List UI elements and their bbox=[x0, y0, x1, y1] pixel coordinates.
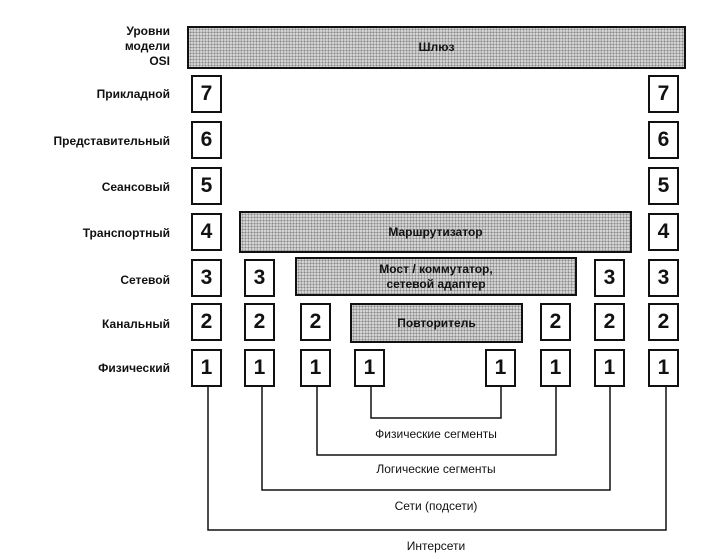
bridge-left-layer-2: 2 bbox=[300, 303, 331, 341]
bridge-right-layer-1: 1 bbox=[540, 349, 571, 387]
right-stack-layer-5: 5 bbox=[648, 167, 679, 205]
layer-label-datalink: Канальный bbox=[102, 317, 170, 331]
logical-segment-bracket bbox=[316, 387, 557, 456]
layer-label-physical: Физический bbox=[98, 361, 170, 375]
right-stack-layer-7: 7 bbox=[648, 75, 679, 113]
layer-label-transport: Транспортный bbox=[82, 226, 170, 240]
gateway-band: Шлюз bbox=[187, 26, 686, 69]
left-stack-layer-2: 2 bbox=[191, 303, 222, 341]
right-stack-layer-1: 1 bbox=[648, 349, 679, 387]
physical-segments-label: Физические сегменты bbox=[375, 427, 497, 441]
left-stack-layer-4: 4 bbox=[191, 213, 222, 251]
left-stack-layer-5: 5 bbox=[191, 167, 222, 205]
bridge-label-line1: Мост / коммутатор, bbox=[379, 261, 493, 276]
router-left-layer-3: 3 bbox=[244, 259, 275, 297]
layer-label-session: Сеансовый bbox=[101, 180, 170, 194]
bridge-right-layer-2: 2 bbox=[540, 303, 571, 341]
networks-label: Сети (подсети) bbox=[394, 499, 478, 513]
router-left-layer-1: 1 bbox=[244, 349, 275, 387]
right-stack-layer-2: 2 bbox=[648, 303, 679, 341]
logical-segments-label: Логические сегменты bbox=[376, 462, 496, 476]
right-stack-layer-6: 6 bbox=[648, 121, 679, 159]
osi-levels-title-line3: OSI bbox=[149, 54, 170, 68]
right-stack-layer-3: 3 bbox=[648, 259, 679, 297]
repeater-label: Повторитель bbox=[397, 315, 476, 330]
repeater-band: Повторитель bbox=[350, 303, 523, 343]
internet-bracket bbox=[207, 387, 667, 531]
osi-levels-title-line1: Уровни bbox=[126, 24, 170, 38]
router-label: Маршрутизатор bbox=[388, 224, 483, 239]
left-stack-layer-1: 1 bbox=[191, 349, 222, 387]
bridge-band: Мост / коммутатор, сетевой адаптер bbox=[295, 257, 577, 296]
router-right-layer-1: 1 bbox=[594, 349, 625, 387]
left-stack-layer-3: 3 bbox=[191, 259, 222, 297]
router-band: Маршрутизатор bbox=[239, 211, 632, 253]
network-bracket bbox=[261, 387, 611, 491]
internets-label: Интерсети bbox=[406, 539, 466, 553]
router-right-layer-2: 2 bbox=[594, 303, 625, 341]
osi-levels-title: Уровни модели OSI bbox=[96, 24, 170, 69]
bridge-left-layer-1: 1 bbox=[300, 349, 331, 387]
layer-label-network: Сетевой bbox=[120, 273, 170, 287]
router-left-layer-2: 2 bbox=[244, 303, 275, 341]
physical-segment-bracket bbox=[370, 387, 502, 419]
repeater-left-layer-1: 1 bbox=[354, 349, 385, 387]
osi-levels-title-line2: модели bbox=[124, 39, 170, 53]
right-stack-layer-4: 4 bbox=[648, 213, 679, 251]
router-right-layer-3: 3 bbox=[594, 259, 625, 297]
left-stack-layer-6: 6 bbox=[191, 121, 222, 159]
bridge-label-line2: сетевой адаптер bbox=[386, 276, 486, 291]
layer-label-application: Прикладной bbox=[96, 87, 170, 101]
repeater-right-layer-1: 1 bbox=[485, 349, 516, 387]
left-stack-layer-7: 7 bbox=[191, 75, 222, 113]
gateway-label: Шлюз bbox=[418, 40, 455, 54]
layer-label-presentation: Представительный bbox=[53, 134, 171, 148]
